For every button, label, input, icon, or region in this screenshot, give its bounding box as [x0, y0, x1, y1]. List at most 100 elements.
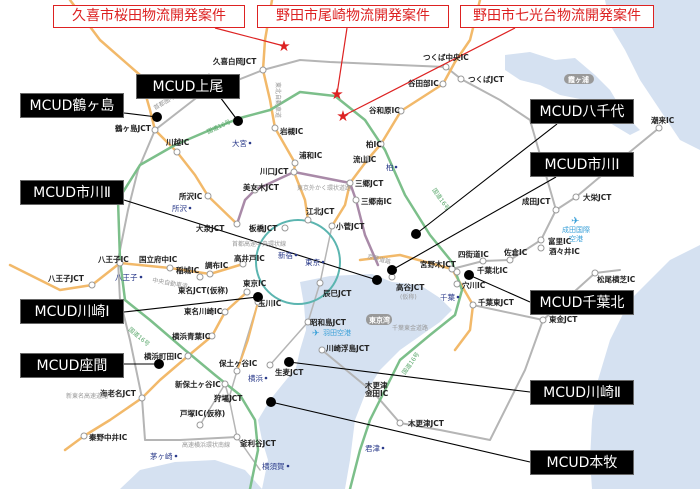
interchange-node — [591, 269, 599, 277]
interchange-label: 鶴ヶ島JCT — [115, 123, 152, 133]
project-leader-line — [214, 27, 285, 47]
shutoko-ring — [255, 219, 341, 305]
city-dot — [456, 295, 460, 299]
interchange-label: 調布IC — [205, 260, 229, 270]
interchange-node — [80, 432, 88, 440]
city-dot — [188, 206, 192, 210]
interchange-label: 千葉北IC — [477, 265, 508, 275]
interchange-node — [453, 280, 461, 288]
interchange-node — [377, 140, 385, 148]
interchange-label: 岩槻IC — [279, 126, 304, 136]
city-label: 八王子 — [115, 273, 138, 282]
facility-location-dot — [387, 265, 397, 275]
project-label-noda-ozaki: 野田市尾崎物流開発案件 — [257, 5, 449, 28]
interchange-node — [184, 352, 192, 360]
city-dot — [264, 376, 268, 380]
interchange-label: 三郷JCT — [355, 178, 384, 188]
interchange-label: 大栄JCT — [583, 192, 612, 202]
interchange-label: 高谷JCT — [396, 282, 425, 292]
interchange-node — [346, 179, 354, 187]
interchange-node — [266, 361, 274, 369]
city-dot — [394, 165, 398, 169]
interchange-node — [397, 107, 405, 115]
interchange-label: 川口JCT — [259, 167, 289, 176]
interchange-label: 昭和島JCT — [310, 317, 347, 327]
expressway — [358, 253, 475, 352]
interchange-node — [539, 316, 547, 324]
city-dot — [294, 253, 298, 257]
expressway — [236, 301, 259, 372]
interchange-label: 板橋JCT — [249, 223, 278, 233]
road-label: 京葉道路 — [366, 252, 391, 266]
city-label: 新宿 — [278, 250, 293, 260]
facility-label-ageo: MCUD上尾 — [136, 74, 240, 99]
interchange-node — [364, 155, 372, 163]
interchange-label: 狩場JCT — [214, 393, 243, 403]
pacific-ocean — [590, 245, 700, 489]
facility-location-dot — [411, 229, 421, 239]
interchange-label: 東名川崎IC — [184, 306, 223, 316]
interchange-label: 戸塚IC(仮称) — [180, 408, 225, 418]
city-label: 横浜 — [248, 373, 263, 383]
callout-lines — [123, 27, 558, 463]
interchange-label: 木更津JCT — [407, 418, 445, 428]
interchange-node — [196, 421, 204, 429]
interchange-label: 三郷南IC — [361, 196, 392, 206]
interchange-label: 保土ヶ谷IC — [218, 358, 258, 368]
interchange-node — [328, 222, 336, 230]
facility-label-kawasaki-2: MCUD川崎Ⅱ — [530, 380, 634, 405]
interchange-node — [151, 126, 159, 134]
interchange-label: 釜利谷JCT — [239, 438, 277, 448]
facility-location-dot — [372, 275, 382, 285]
interchange-node — [572, 193, 580, 201]
interchange-node — [208, 332, 216, 340]
interchange-label: 秦野中井IC — [88, 432, 128, 442]
lake-badge — [564, 74, 594, 84]
interchange-node — [291, 159, 299, 167]
interchange-label: 川越IC — [165, 137, 190, 147]
airplane-icon: ✈ — [312, 329, 320, 339]
city-dot — [321, 260, 325, 264]
interchange-node — [316, 279, 324, 287]
interchange-label: 酒々井IC — [549, 246, 580, 256]
facility-location-dot — [152, 112, 162, 122]
gaikan-road — [235, 170, 380, 267]
road-label: 国道16号 — [400, 351, 421, 377]
interchange-label: 浦和IC — [299, 150, 323, 160]
interchange-label: つくばJCT — [468, 74, 505, 84]
interchange-node — [259, 66, 267, 74]
facility-location-dot — [253, 292, 263, 302]
interchange-label: 柏IC — [366, 139, 382, 149]
facility-location-dot — [233, 116, 243, 126]
interchange-label: 谷田部IC — [408, 78, 439, 88]
star-icon: ★ — [277, 37, 290, 55]
interchange-node — [370, 389, 378, 397]
interchange-node — [442, 63, 450, 71]
interchange-node — [138, 394, 146, 402]
interchange-label: 千葉東JCT — [478, 297, 515, 307]
interchange-label: 成田JCT — [522, 196, 551, 206]
interchange-node — [233, 220, 241, 228]
interchange-label: 横浜町田IC — [144, 351, 183, 361]
interchange-label: 国立府中IC — [139, 254, 178, 264]
interchange-node — [271, 124, 279, 132]
interchange-label: 小菅JCT — [336, 221, 365, 231]
lake-label: 霞ヶ浦 — [568, 75, 589, 84]
interchange-label: 宮野木JCT — [420, 259, 457, 269]
city-dot — [286, 464, 290, 468]
interchange-label: 八王子IC — [97, 255, 129, 264]
interchange-label: 潮来IC — [651, 115, 675, 125]
interchange-label: 東金JCT — [549, 314, 578, 324]
haneda-airport-label: 羽田空港 — [323, 328, 351, 337]
interchange-node — [233, 367, 241, 375]
expressway — [63, 290, 249, 452]
interchange-node — [479, 257, 487, 265]
facility-leader-line — [415, 123, 558, 235]
interchange-node — [204, 192, 212, 200]
star-icon: ★ — [336, 107, 349, 125]
facility-location-dot — [464, 270, 474, 280]
facility-label-tsurugashima: MCUD鶴ヶ島 — [20, 93, 124, 118]
facility-dots: ★★★ — [152, 37, 474, 407]
road-label: 新東名高速道路 — [66, 392, 108, 400]
interchange-node — [304, 216, 312, 224]
